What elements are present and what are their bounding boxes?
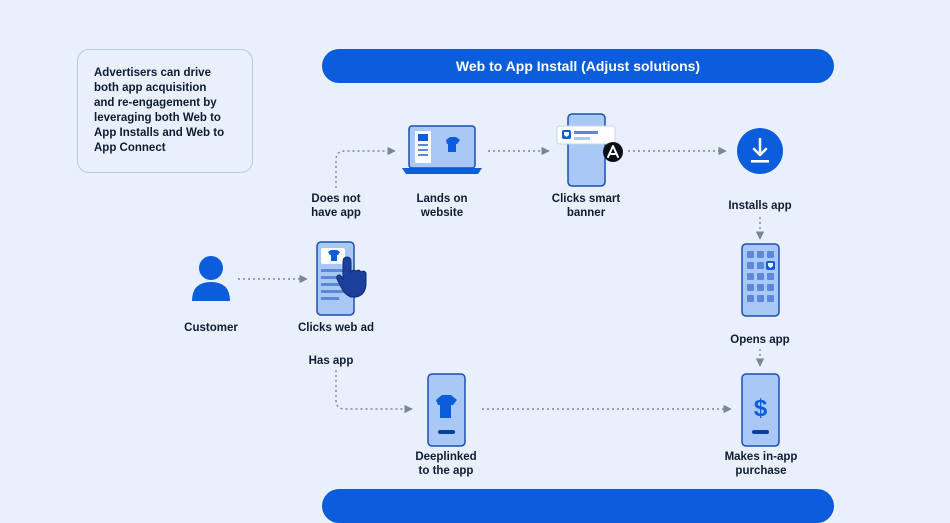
label-installs-app: Installs app: [728, 200, 792, 212]
phone-dollar-icon: $: [741, 373, 780, 447]
info-note-line: App Connect: [94, 142, 166, 154]
laptop-icon: [402, 125, 482, 174]
info-note-line: both app acquisition: [94, 82, 207, 94]
phone-shirt-icon: [427, 373, 466, 447]
label-clicks-web-ad: Clicks web ad: [297, 322, 375, 334]
label-has-app: Has app: [308, 355, 354, 367]
info-note-line: App Installs and Web to: [94, 127, 225, 139]
phone-smart-banner-icon: [556, 113, 623, 187]
label-makes-purchase: Makes in-app purchase: [724, 451, 798, 477]
connector-ad-to-deeplink: [335, 370, 413, 414]
connector-ad-to-website: [335, 146, 396, 188]
label-clicks-smart-banner: Clicks smart banner: [551, 193, 621, 219]
flow-diagram: $: [192, 113, 783, 447]
info-note-line: leveraging both Web to: [94, 112, 221, 124]
download-icon: [737, 128, 783, 174]
label-lands-on-website: Lands on website: [416, 193, 468, 219]
banner-title: Web to App Install (Adjust solutions): [455, 58, 701, 74]
info-note: Advertisers can drive both app acquisiti…: [77, 49, 253, 173]
person-icon: [192, 256, 230, 301]
label-does-not-have-app: Does not have app: [311, 193, 361, 219]
label-customer: Customer: [184, 322, 238, 334]
label-opens-app: Opens app: [730, 334, 790, 346]
info-note-line: and re-engagement by: [94, 97, 217, 109]
phone-app-grid-icon: [741, 243, 780, 317]
info-note-line: Advertisers can drive: [94, 67, 211, 79]
title-banner: Web to App Install (Adjust solutions): [322, 49, 834, 83]
svg-text:$: $: [754, 395, 768, 422]
label-deeplinked: Deeplinked to the app: [415, 451, 477, 477]
phone-tap-icon: [316, 241, 367, 316]
